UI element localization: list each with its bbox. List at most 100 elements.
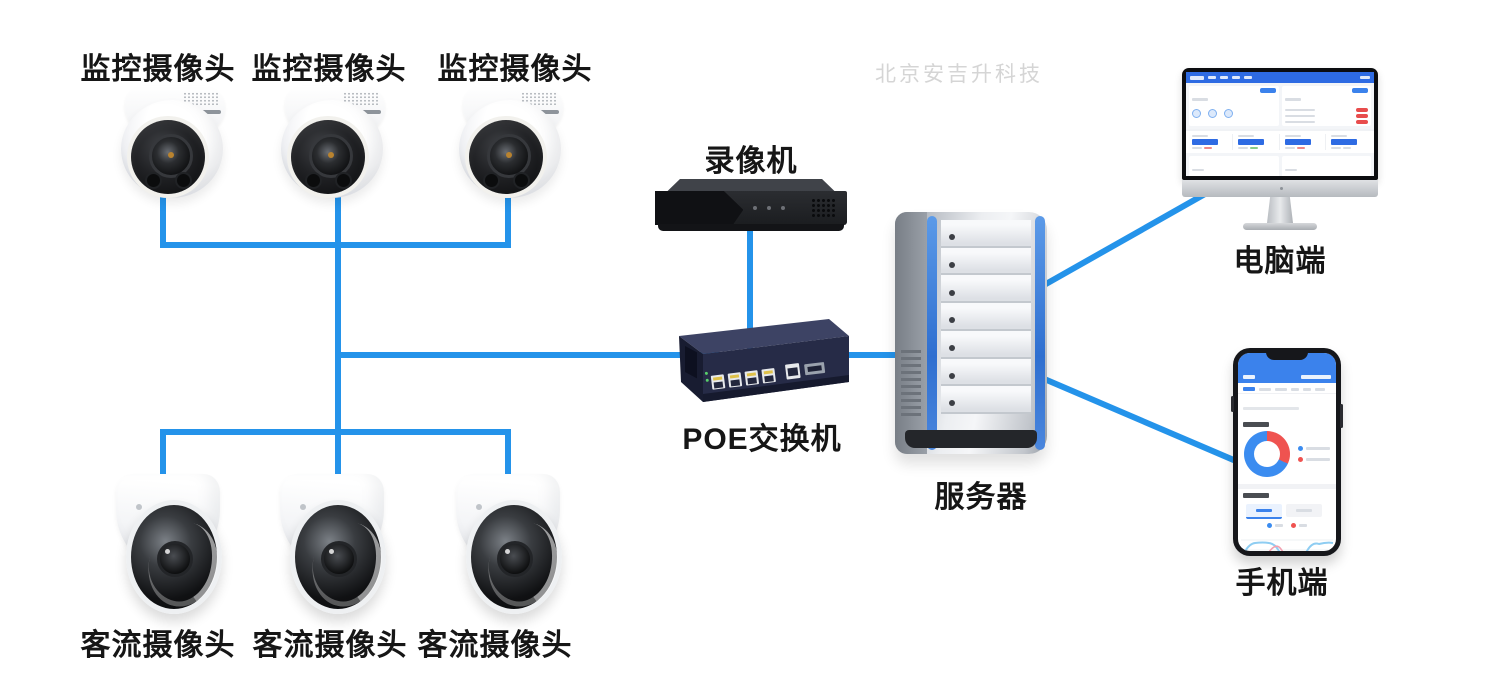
back-button-placeholder — [1243, 375, 1255, 379]
tab — [1303, 387, 1311, 391]
label-surveillance-camera-2: 监控摄像头 — [251, 53, 407, 86]
screw — [300, 504, 306, 510]
legend-dot-red — [1298, 457, 1303, 462]
screw — [136, 504, 142, 510]
kpi-number-placeholder — [1192, 139, 1218, 145]
dome-glass — [290, 500, 386, 614]
poe-switch-device — [679, 319, 849, 402]
camera-mount-slot — [361, 110, 381, 114]
legend-text-placeholder — [1306, 458, 1330, 461]
phone-device — [1231, 348, 1343, 556]
date-range-tabs — [1238, 383, 1336, 394]
donut-chart-row — [1238, 429, 1336, 479]
drive-bay — [941, 275, 1031, 304]
surveillance-camera-1 — [115, 84, 230, 202]
logo-placeholder — [1190, 75, 1204, 80]
switch-front-shadow — [703, 375, 849, 402]
ir-led — [483, 172, 500, 189]
monitor-stand-neck — [1267, 197, 1293, 223]
chart-card — [1189, 156, 1279, 176]
stat-icons — [1192, 109, 1276, 118]
dashboard-bottom-row — [1186, 153, 1374, 176]
label-recorder: 录像机 — [704, 145, 798, 178]
red-badge — [1356, 120, 1368, 124]
tab — [1275, 387, 1287, 391]
red-badge — [1356, 108, 1368, 112]
camera-ball-housing — [459, 100, 561, 198]
drive-bay — [941, 358, 1031, 387]
stat-icon — [1192, 109, 1201, 118]
label-surveillance-camera-3: 监控摄像头 — [437, 53, 593, 86]
kpi-column — [1235, 134, 1280, 150]
switch-ports — [704, 362, 826, 390]
tab-active — [1243, 387, 1255, 391]
trend-legend — [1238, 521, 1336, 530]
switch-led — [705, 378, 709, 382]
switch-side-vent — [685, 346, 697, 379]
dashboard-stat-card — [1189, 86, 1279, 126]
app-title-placeholder — [1301, 375, 1331, 379]
dashboard-alert-card — [1281, 86, 1371, 126]
pc-monitor-device — [1182, 68, 1378, 230]
nav-menu-item — [1220, 76, 1228, 79]
server-base — [905, 430, 1037, 448]
recorder-front-panel — [655, 191, 847, 225]
blue-pill-button — [1259, 88, 1276, 93]
tab — [1259, 387, 1271, 391]
ir-led — [175, 172, 192, 189]
camera-vent-dots — [343, 92, 379, 105]
section-title-placeholder — [1243, 422, 1269, 427]
dome-glass — [126, 500, 222, 614]
camera-lens — [321, 541, 357, 577]
status-led — [781, 206, 785, 210]
kpi-column — [1282, 134, 1326, 150]
nav-user-area — [1360, 76, 1370, 79]
card-title-placeholder — [1192, 98, 1208, 101]
camera-lens — [157, 541, 193, 577]
monitor-chin — [1182, 180, 1378, 197]
status-led — [753, 206, 757, 210]
stat-icon — [1224, 109, 1233, 118]
monitor-screen — [1186, 72, 1374, 176]
ir-led — [513, 172, 530, 189]
label-flow-camera-3: 客流摄像头 — [417, 629, 573, 662]
donut-legend — [1298, 446, 1330, 462]
drive-bay — [941, 386, 1031, 415]
recorder-top-panel — [666, 179, 836, 192]
label-flow-camera-1: 客流摄像头 — [80, 629, 236, 662]
alert-text-placeholder — [1284, 121, 1315, 123]
filter-line — [1238, 394, 1336, 418]
watermark-text: 北京安吉升科技 — [875, 63, 1043, 86]
surveillance-camera-2 — [275, 84, 390, 202]
section-divider — [1238, 484, 1336, 489]
label-pc: 电脑端 — [1233, 245, 1327, 278]
server-blue-strip-right — [1035, 216, 1045, 450]
nav-menu-item — [1232, 76, 1240, 79]
recorder-device — [655, 179, 847, 233]
dome-glass — [466, 500, 562, 614]
kpi-number-placeholder — [1238, 139, 1265, 145]
trend-line-chart — [1241, 539, 1334, 551]
alert-row — [1284, 120, 1368, 124]
phone-screen — [1238, 353, 1336, 551]
label-flow-camera-2: 客流摄像头 — [252, 629, 408, 662]
drive-bay — [941, 330, 1031, 359]
label-server: 服务器 — [934, 481, 1028, 514]
alert-text-placeholder — [1284, 115, 1315, 117]
dashboard-navbar — [1186, 72, 1374, 83]
server-drive-bays — [941, 220, 1031, 415]
legend-text-placeholder — [1306, 447, 1330, 450]
poe-port-group — [710, 368, 776, 390]
status-led — [767, 206, 771, 210]
segmented-control — [1238, 500, 1336, 521]
alert-row — [1284, 108, 1368, 112]
camera-lens — [497, 541, 533, 577]
camera-lens — [149, 134, 193, 178]
monitor-stand-base — [1243, 223, 1317, 230]
switch-led — [704, 371, 708, 375]
camera-lens — [309, 134, 353, 178]
drive-bay — [941, 247, 1031, 276]
camera-vent-dots — [183, 92, 219, 105]
sfp-slot-inner — [807, 365, 822, 372]
